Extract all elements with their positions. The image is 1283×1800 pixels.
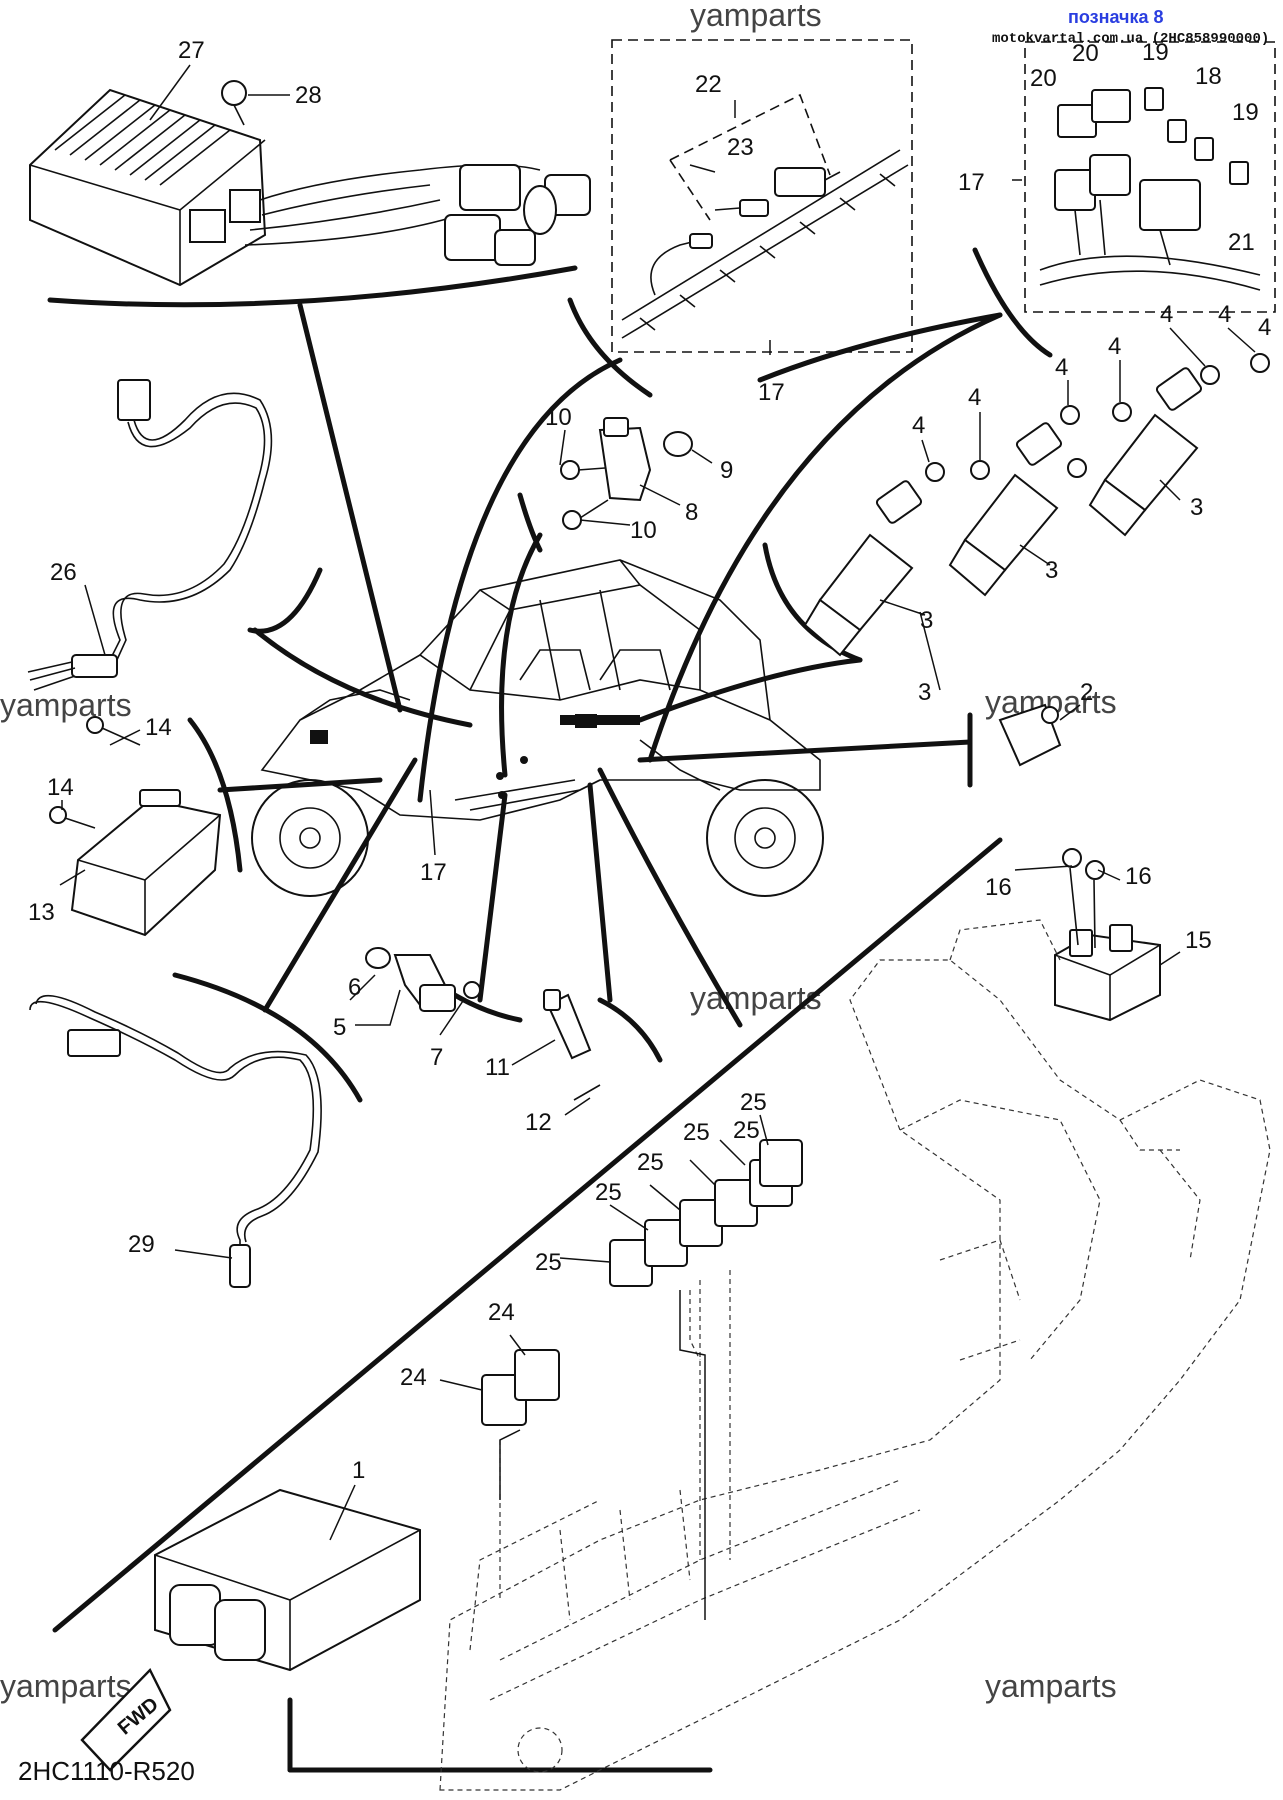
- callout-label: 4: [1160, 301, 1173, 328]
- callout-label: 4: [1055, 354, 1068, 381]
- callout-label: 14: [145, 714, 172, 741]
- callout-label: 29: [128, 1231, 155, 1258]
- watermark: yamparts: [0, 1668, 132, 1704]
- part-24-relays: [481, 1349, 560, 1426]
- callout-label: 19: [1232, 99, 1259, 126]
- leader-lines: [59, 64, 1256, 1620]
- callout-label: 4: [912, 412, 925, 439]
- callout-label: 4: [1108, 333, 1121, 360]
- callout-label: 22: [695, 71, 722, 98]
- callout-label: 14: [47, 774, 74, 801]
- callout-label: 17: [420, 859, 447, 886]
- diagram-code: 2HC1110-R520: [18, 1756, 195, 1786]
- callout-label: 3: [1045, 557, 1058, 584]
- watermark: yamparts: [690, 0, 822, 33]
- part-13-relay-module: [49, 716, 222, 937]
- watermark: yamparts: [690, 980, 822, 1016]
- callout-label: 10: [630, 517, 657, 544]
- callout-label: 2: [1080, 679, 1093, 706]
- callout-label: 3: [918, 679, 931, 706]
- callout-label: 19: [1142, 39, 1169, 66]
- callout-label: 11: [485, 1054, 510, 1081]
- mark-label: позначка 8: [1068, 7, 1164, 27]
- callout-label: 1: [352, 1457, 365, 1484]
- callout-label: 25: [535, 1249, 562, 1276]
- callout-label: 25: [595, 1179, 622, 1206]
- callout-label: 16: [1125, 863, 1152, 890]
- callout-labels: 27 28 22 23 17 20 20 19 18 19 17 21 26 1…: [28, 37, 1271, 1484]
- callout-label: 7: [430, 1044, 443, 1071]
- callout-label: 23: [727, 134, 754, 161]
- part-3-injectors: [803, 353, 1270, 657]
- callout-label: 26: [50, 559, 77, 586]
- watermark: yamparts: [985, 1668, 1117, 1704]
- callout-label: 24: [488, 1299, 515, 1326]
- callout-label: 25: [683, 1119, 710, 1146]
- callout-label: 10: [545, 404, 572, 431]
- part-8-sensor: [560, 417, 693, 530]
- watermark: yamparts: [0, 687, 132, 723]
- callout-label: 24: [400, 1364, 427, 1391]
- callout-label: 28: [295, 82, 322, 109]
- part-11-switch: [543, 989, 601, 1101]
- source-line: motokvartal.com.ua (2HC858990000): [992, 31, 1269, 47]
- part-27-control-unit: [29, 88, 591, 287]
- inset-17-detail: [611, 39, 913, 353]
- callout-label: 6: [348, 974, 361, 1001]
- part-25-relays: [609, 1139, 803, 1287]
- part-29-sensor-lead: [29, 994, 322, 1288]
- callout-label: 20: [1072, 40, 1099, 67]
- part-26-sensor: [27, 379, 273, 691]
- callout-label: 4: [1258, 314, 1271, 341]
- callout-label: 4: [1218, 301, 1231, 328]
- callout-label: 25: [733, 1117, 760, 1144]
- callout-label: 16: [985, 874, 1012, 901]
- part-28-bolt: [221, 80, 247, 126]
- callout-label: 17: [758, 379, 785, 406]
- callout-label: 25: [740, 1089, 767, 1116]
- vehicle-illustration: [251, 559, 824, 897]
- callout-label: 18: [1195, 63, 1222, 90]
- inset-fuse-box: [1024, 41, 1276, 313]
- callout-label: 17: [958, 169, 985, 196]
- callout-label: 4: [968, 384, 981, 411]
- part-15-relay: [1054, 848, 1161, 1022]
- callout-label: 3: [920, 607, 933, 634]
- callout-label: 8: [685, 499, 698, 526]
- callout-label: 3: [1190, 494, 1203, 521]
- callout-label: 25: [637, 1149, 664, 1176]
- callout-label: 12: [525, 1109, 552, 1136]
- assembly-lines: [47, 247, 1053, 1773]
- frame-outline: [439, 919, 1271, 1791]
- part-5-sensor: [365, 947, 481, 1012]
- callout-label: 21: [1228, 229, 1255, 256]
- callout-label: 13: [28, 899, 55, 926]
- callout-label: 27: [178, 37, 205, 64]
- callout-label: 5: [333, 1014, 346, 1041]
- part-1-ecu: [154, 1488, 421, 1672]
- part-2-switch: [998, 703, 1062, 767]
- callout-label: 15: [1185, 927, 1212, 954]
- callout-label: 9: [720, 457, 733, 484]
- callout-label: 20: [1030, 65, 1057, 92]
